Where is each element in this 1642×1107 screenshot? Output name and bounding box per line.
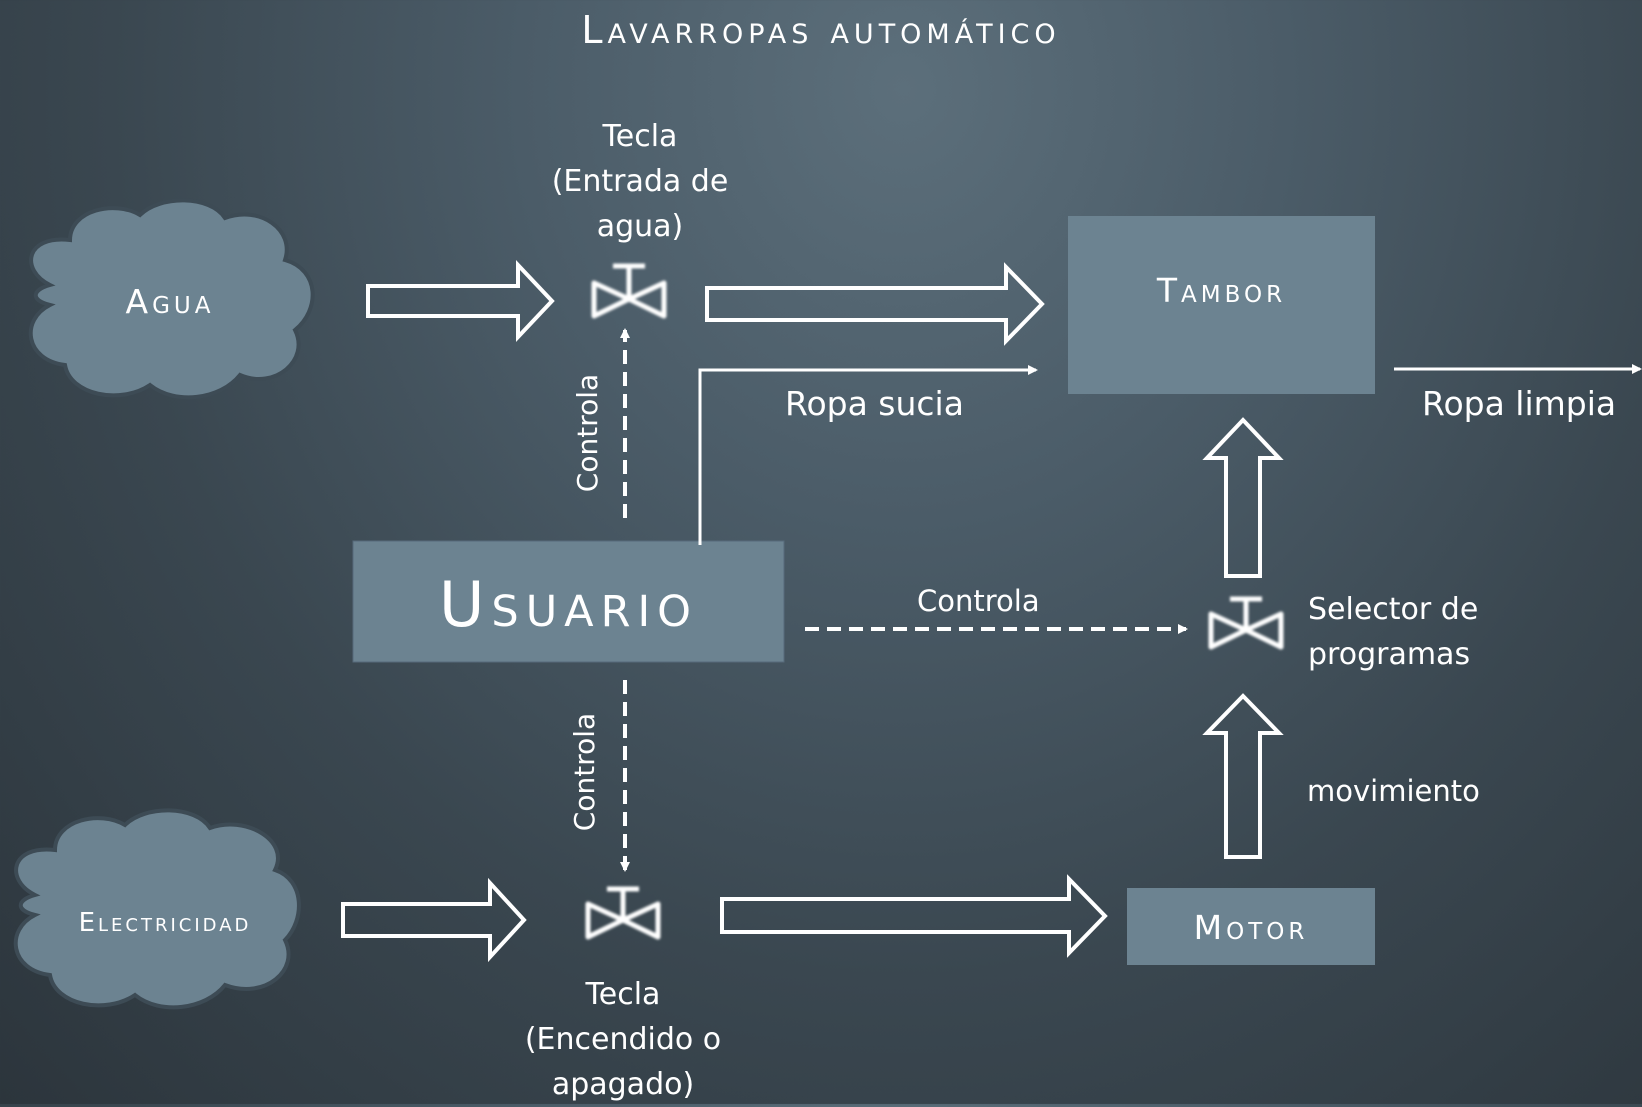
arrow-tecla-to-motor [720, 874, 1108, 958]
tambor-label: Tambor [1156, 271, 1287, 310]
tecla-agua-line-3: agua) [596, 209, 684, 244]
valve-icon [585, 886, 661, 940]
electricidad-cloud [13, 808, 301, 1010]
tecla-agua-label: Tecla (Entrada de agua) [520, 114, 760, 249]
usuario-label: Usuario [439, 568, 698, 641]
page-title: Lavarropas automático [581, 8, 1061, 52]
arrow-motor-to-selector [1202, 693, 1284, 859]
controla-right-label: Controla [917, 584, 1040, 618]
tambor-box [1068, 216, 1375, 394]
controla-down-label: Controla [568, 712, 601, 832]
tecla-energia-label: Tecla (Encendido o apagado) [503, 972, 743, 1107]
arrow-selector-to-tambor [1202, 417, 1284, 578]
motor-box [1127, 888, 1375, 965]
valve-icon [1208, 596, 1284, 650]
agua-label: Agua [125, 282, 215, 321]
tecla-energia-line-3: apagado) [551, 1067, 695, 1102]
tecla-energia-line-1: Tecla [585, 977, 661, 1012]
agua-cloud [28, 198, 315, 400]
tecla-agua-line-1: Tecla [602, 119, 678, 154]
valve-icon [591, 263, 667, 319]
tecla-energia-line-2: (Encendido o [524, 1022, 722, 1057]
usuario-box [352, 540, 785, 663]
arrow-ropa-sucia [698, 365, 1038, 545]
electricidad-label: Electricidad [78, 908, 252, 938]
ropa-limpia-label: Ropa limpia [1422, 384, 1617, 423]
selector-line-1: Selector de [1308, 592, 1479, 627]
arrow-tecla-to-tambor [705, 262, 1045, 346]
motor-label: Motor [1193, 908, 1309, 947]
selector-line-2: programas [1308, 637, 1471, 672]
tecla-agua-line-2: (Entrada de [551, 164, 729, 199]
arrow-agua-to-tecla [366, 259, 555, 343]
arrow-electricidad-to-tecla [341, 877, 527, 963]
selector-label: Selector de programas [1308, 587, 1478, 677]
movimiento-label: movimiento [1307, 774, 1480, 808]
controla-up-label: Controla [571, 373, 604, 493]
ropa-sucia-label: Ropa sucia [785, 384, 964, 423]
